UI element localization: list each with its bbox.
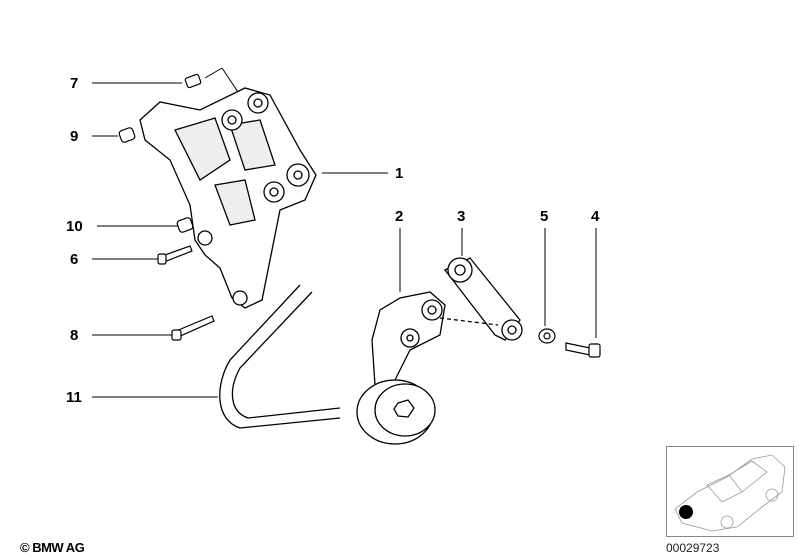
belt-part-11: [219, 284, 341, 429]
callout-5: 5: [540, 208, 549, 225]
callout-7: 7: [70, 75, 79, 92]
leader-lines: [92, 67, 597, 398]
callout-2: 2: [395, 208, 404, 225]
callout-9: 9: [70, 128, 79, 145]
callout-6: 6: [70, 251, 79, 268]
tensioner-part-2: [356, 291, 446, 445]
callout-4: 4: [591, 208, 600, 225]
car-outline-icon: [674, 454, 786, 532]
document-number: 00029723: [666, 541, 720, 555]
damper-part-3: [439, 257, 523, 341]
fasteners: [118, 73, 601, 358]
callout-1: 1: [395, 165, 404, 182]
vehicle-location-thumbnail: [666, 446, 794, 537]
callout-10: 10: [66, 218, 83, 235]
callout-8: 8: [70, 327, 79, 344]
bracket-part-1: [139, 87, 317, 309]
callout-11: 11: [66, 389, 82, 406]
callout-3: 3: [457, 208, 466, 225]
copyright: © BMW AG: [20, 540, 85, 555]
